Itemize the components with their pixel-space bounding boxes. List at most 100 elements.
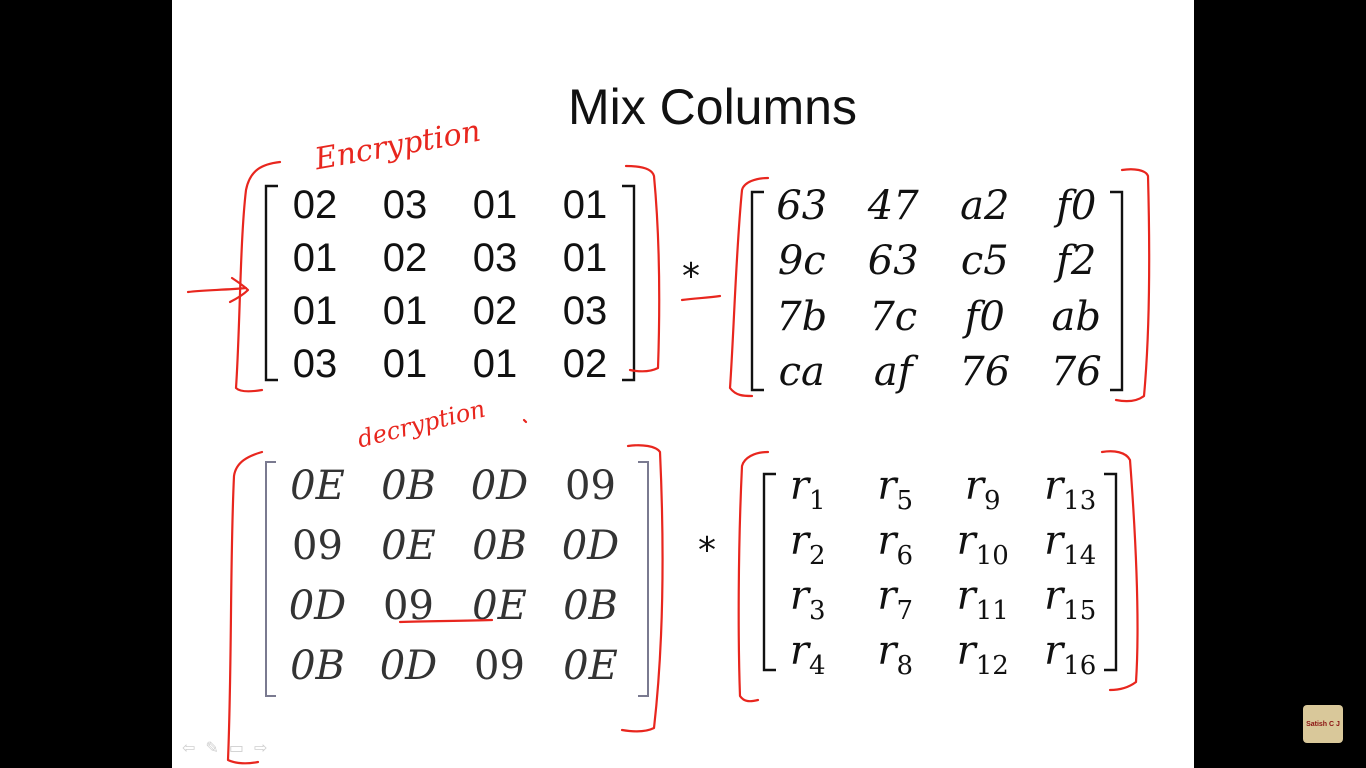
matrix-cell-variable: r [956, 627, 976, 674]
matrix-cell: 7c [869, 293, 918, 340]
matrix-cell-variable: r [877, 572, 897, 619]
matrix-cell-variable: r [1044, 462, 1064, 509]
matrix-cell: r12 [957, 631, 1009, 679]
matrix-cell-subscript: 1 [809, 485, 826, 516]
matrix-cell-subscript: 12 [975, 650, 1009, 681]
matrix-cell: 01 [472, 182, 518, 227]
matrix-cell: r14 [1044, 521, 1096, 569]
matrix-cell: 09 [565, 463, 616, 509]
matrix-cell: r4 [790, 631, 826, 679]
matrix-cell-variable: r [877, 517, 897, 564]
matrix-cell: 03 [562, 288, 608, 333]
matrix-cell: r3 [790, 576, 826, 624]
matrix-cell: 02 [562, 341, 608, 386]
matrix-cell: r10 [957, 521, 1009, 569]
matrix-cell: 63 [776, 182, 828, 229]
matrix-cell-variable: r [789, 517, 810, 564]
matrix-cell: r13 [1044, 466, 1096, 514]
matrix-cell: r7 [877, 576, 913, 624]
matrix-cell: c5 [960, 238, 1009, 285]
matrix-cell: 02 [382, 235, 428, 280]
previous-slide-icon[interactable]: ⇦ [182, 738, 196, 757]
matrix-cell: 0E [290, 463, 345, 509]
channel-watermark[interactable]: Satish C J [1303, 705, 1343, 743]
matrix-cell: 0D [379, 643, 438, 689]
matrix-cell: 0B [563, 583, 618, 629]
matrix-cell: r5 [877, 466, 913, 514]
matrix-cell: r6 [877, 521, 913, 569]
matrix-cell-subscript: 15 [1063, 595, 1097, 626]
matrix-cell-subscript: 5 [896, 485, 914, 516]
matrix-cell-variable: r [964, 462, 985, 509]
matrix-cell: 01 [292, 288, 338, 333]
next-slide-icon[interactable]: ⇨ [253, 738, 268, 757]
matrix-cell-variable: r [1044, 627, 1064, 674]
matrix-cell-variable: r [956, 517, 976, 564]
matrix-cell: 03 [292, 341, 338, 386]
matrix-cell-subscript: 4 [809, 650, 826, 681]
matrix-cell-subscript: 6 [896, 540, 914, 571]
matrix-cell-variable: r [1044, 572, 1064, 619]
matrix-cell-variable: r [789, 627, 810, 674]
presentation-slide [172, 0, 1194, 768]
matrix-cell-subscript: 10 [975, 540, 1009, 571]
matrix-cell: 0E [472, 583, 527, 629]
matrix-cell: 03 [382, 182, 428, 227]
matrix-cell: ca [778, 349, 825, 396]
matrix-cell: 01 [382, 341, 428, 386]
multiply-operator-top: * [682, 256, 700, 297]
pen-icon[interactable]: ✎ [205, 738, 219, 757]
matrix-cell: r11 [957, 576, 1009, 624]
matrix-cell-subscript: 3 [809, 595, 826, 626]
matrix-cell-subscript: 7 [896, 595, 914, 626]
matrix-cell: 0B [472, 523, 527, 569]
matrix-cell: ab [1051, 293, 1101, 340]
matrix-cell: 9c [777, 238, 826, 285]
menu-icon[interactable]: ▭ [228, 738, 244, 757]
matrix-cell-variable: r [1044, 517, 1064, 564]
matrix-cell: 0B [290, 643, 345, 689]
matrix-cell: f2 [1056, 238, 1097, 285]
matrix-cell-subscript: 9 [984, 485, 1001, 516]
matrix-cell-variable: r [877, 627, 897, 674]
matrix-cell: r8 [877, 631, 913, 679]
matrix-cell-variable: r [789, 572, 810, 619]
matrix-cell: r16 [1044, 631, 1096, 679]
matrix-cell: 03 [472, 235, 518, 280]
matrix-cell-subscript: 8 [896, 650, 914, 681]
matrix-cell: 09 [292, 523, 343, 569]
matrix-cell: 09 [383, 583, 434, 629]
matrix-cell: r2 [790, 521, 826, 569]
matrix-cell: 02 [292, 182, 338, 227]
matrix-cell: 0E [563, 643, 618, 689]
matrix-cell: 47 [867, 182, 919, 229]
slide-navigation: ⇦ ✎ ▭ ⇨ [182, 738, 267, 757]
matrix-cell: 01 [472, 341, 518, 386]
multiply-operator-bottom: * [698, 530, 716, 571]
matrix-cell: 7b [776, 293, 828, 340]
matrix-cell: f0 [1056, 182, 1097, 229]
matrix-cell: 0D [288, 583, 347, 629]
matrix-cell-variable: r [956, 572, 976, 619]
matrix-cell: r15 [1044, 576, 1096, 624]
matrix-cell-variable: r [789, 462, 810, 509]
matrix-cell: 76 [1050, 349, 1102, 396]
matrix-cell: 02 [472, 288, 518, 333]
matrix-cell-subscript: 16 [1063, 650, 1097, 681]
matrix-cell: 0E [381, 523, 436, 569]
matrix-cell: 63 [867, 238, 919, 285]
matrix-cell: r1 [790, 466, 826, 514]
matrix-cell: 76 [959, 349, 1011, 396]
matrix-cell: r9 [965, 466, 1001, 514]
matrix-cell: 01 [382, 288, 428, 333]
matrix-cell: a2 [960, 182, 1010, 229]
matrix-cell: af [873, 349, 913, 396]
matrix-cell-subscript: 14 [1063, 540, 1097, 571]
matrix-cell: 0D [561, 523, 620, 569]
matrix-cell: 0B [381, 463, 436, 509]
